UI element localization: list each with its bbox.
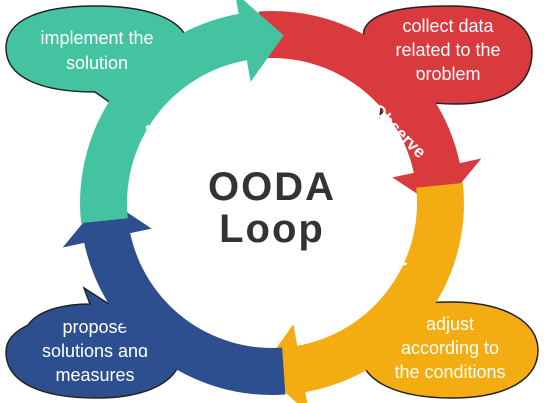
bubble-decide-line-3: measures: [55, 365, 134, 385]
arrow-observe: [258, 11, 482, 209]
bubble-decide-line-2: solutions and: [42, 341, 148, 361]
bubble-decide-line-1: propose: [62, 317, 127, 337]
bubble-observe-line-3: problem: [415, 64, 480, 84]
title-line-1: OODA: [208, 165, 336, 209]
bubble-orient-line-2: according to: [401, 338, 499, 358]
bubble-act-line-2: solution: [66, 53, 128, 73]
bubble-orient-line-3: the conditions: [394, 362, 505, 382]
arrow-orient: [260, 182, 464, 403]
bubble-act-line-1: implement the: [40, 28, 153, 48]
arrow-decide: [62, 197, 286, 395]
bubble-observe-line-2: related to the: [395, 40, 500, 60]
bubble-orient-line-1: adjust: [426, 314, 474, 334]
bubble-observe-line-1: collect data: [402, 16, 494, 36]
title-line-2: Loop: [219, 207, 325, 251]
cycle-ring: [62, 0, 482, 403]
arrow-act: [80, 0, 284, 224]
